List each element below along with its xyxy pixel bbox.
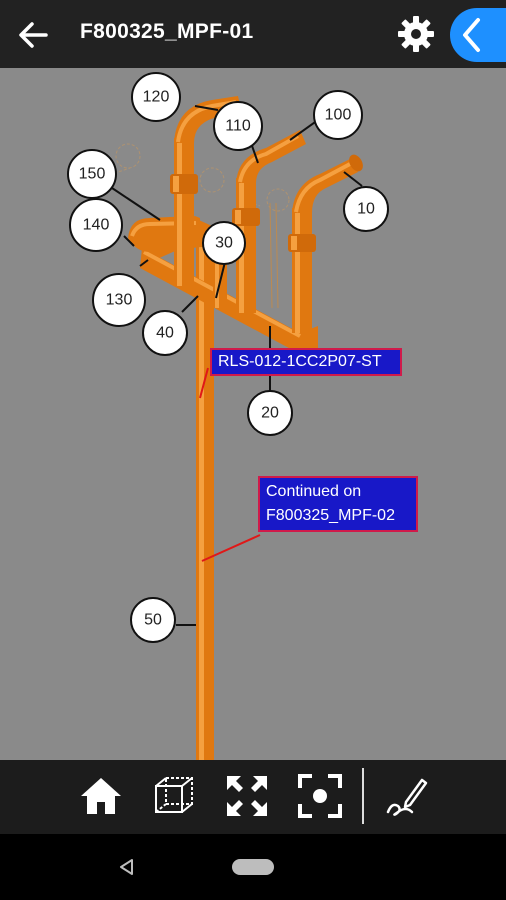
callout-label-20: 20 <box>261 405 279 422</box>
cube-icon <box>155 777 193 813</box>
callout-bubble-50[interactable] <box>130 597 176 643</box>
callout-bubble-20[interactable] <box>247 390 293 436</box>
view-cube-button[interactable] <box>150 772 198 820</box>
focus-button[interactable] <box>296 772 344 820</box>
continuation-tag[interactable]: Continued on F800325_MPF-02 <box>258 476 418 532</box>
callout-label-40: 40 <box>156 325 174 342</box>
callout-bubble-100[interactable] <box>313 90 363 140</box>
system-nav-bar <box>0 834 506 900</box>
callout-bubble-10[interactable] <box>343 186 389 232</box>
pipe-model[interactable]: 120 110 100 150 10 140 30 130 40 20 50 <box>0 68 506 760</box>
callout-label-30: 30 <box>215 235 233 252</box>
back-button[interactable] <box>12 14 54 56</box>
callout-label-130: 130 <box>106 292 133 309</box>
callout-bubble-130[interactable] <box>92 273 146 327</box>
callout-bubble-120[interactable] <box>131 72 181 122</box>
markup-button[interactable] <box>384 772 432 820</box>
callout-label-10: 10 <box>357 201 375 218</box>
chevron-left-icon <box>463 18 480 52</box>
expand-icon <box>227 776 267 816</box>
callout-bubble-30[interactable] <box>202 221 246 265</box>
callout-label-100: 100 <box>325 107 352 124</box>
system-back-button[interactable] <box>116 856 138 878</box>
home-icon <box>81 778 121 814</box>
settings-button[interactable] <box>394 12 438 56</box>
arrow-left-icon <box>19 22 48 48</box>
system-home-pill[interactable] <box>232 859 274 875</box>
bottom-toolbar <box>0 760 506 834</box>
callout-label-120: 120 <box>143 89 170 106</box>
continuation-line-1: Continued on <box>266 483 362 500</box>
callout-label-50: 50 <box>144 612 162 629</box>
callout-bubble-40[interactable] <box>142 310 188 356</box>
callout-bubble-150[interactable] <box>67 149 117 199</box>
line-tag-label[interactable]: RLS-012-1CC2P07-ST <box>210 348 402 376</box>
callout-bubble-140[interactable] <box>69 198 123 252</box>
continuation-line-2: F800325_MPF-02 <box>266 507 395 524</box>
toolbar-divider <box>362 768 364 824</box>
focus-frame-icon <box>298 774 342 818</box>
app-bar: F800325_MPF-01 <box>0 0 506 68</box>
triangle-back-icon <box>120 859 133 875</box>
model-viewport[interactable]: 120 110 100 150 10 140 30 130 40 20 50 R… <box>0 68 506 760</box>
home-button[interactable] <box>77 772 125 820</box>
callout-bubble-110[interactable] <box>213 101 263 151</box>
gear-icon <box>398 16 434 52</box>
page-title: F800325_MPF-01 <box>80 20 254 43</box>
fit-view-button[interactable] <box>223 772 271 820</box>
pen-signature-icon <box>386 778 428 816</box>
side-panel-button[interactable] <box>450 8 506 62</box>
callout-label-150: 150 <box>79 166 106 183</box>
callout-label-140: 140 <box>83 217 110 234</box>
callout-label-110: 110 <box>225 118 251 135</box>
